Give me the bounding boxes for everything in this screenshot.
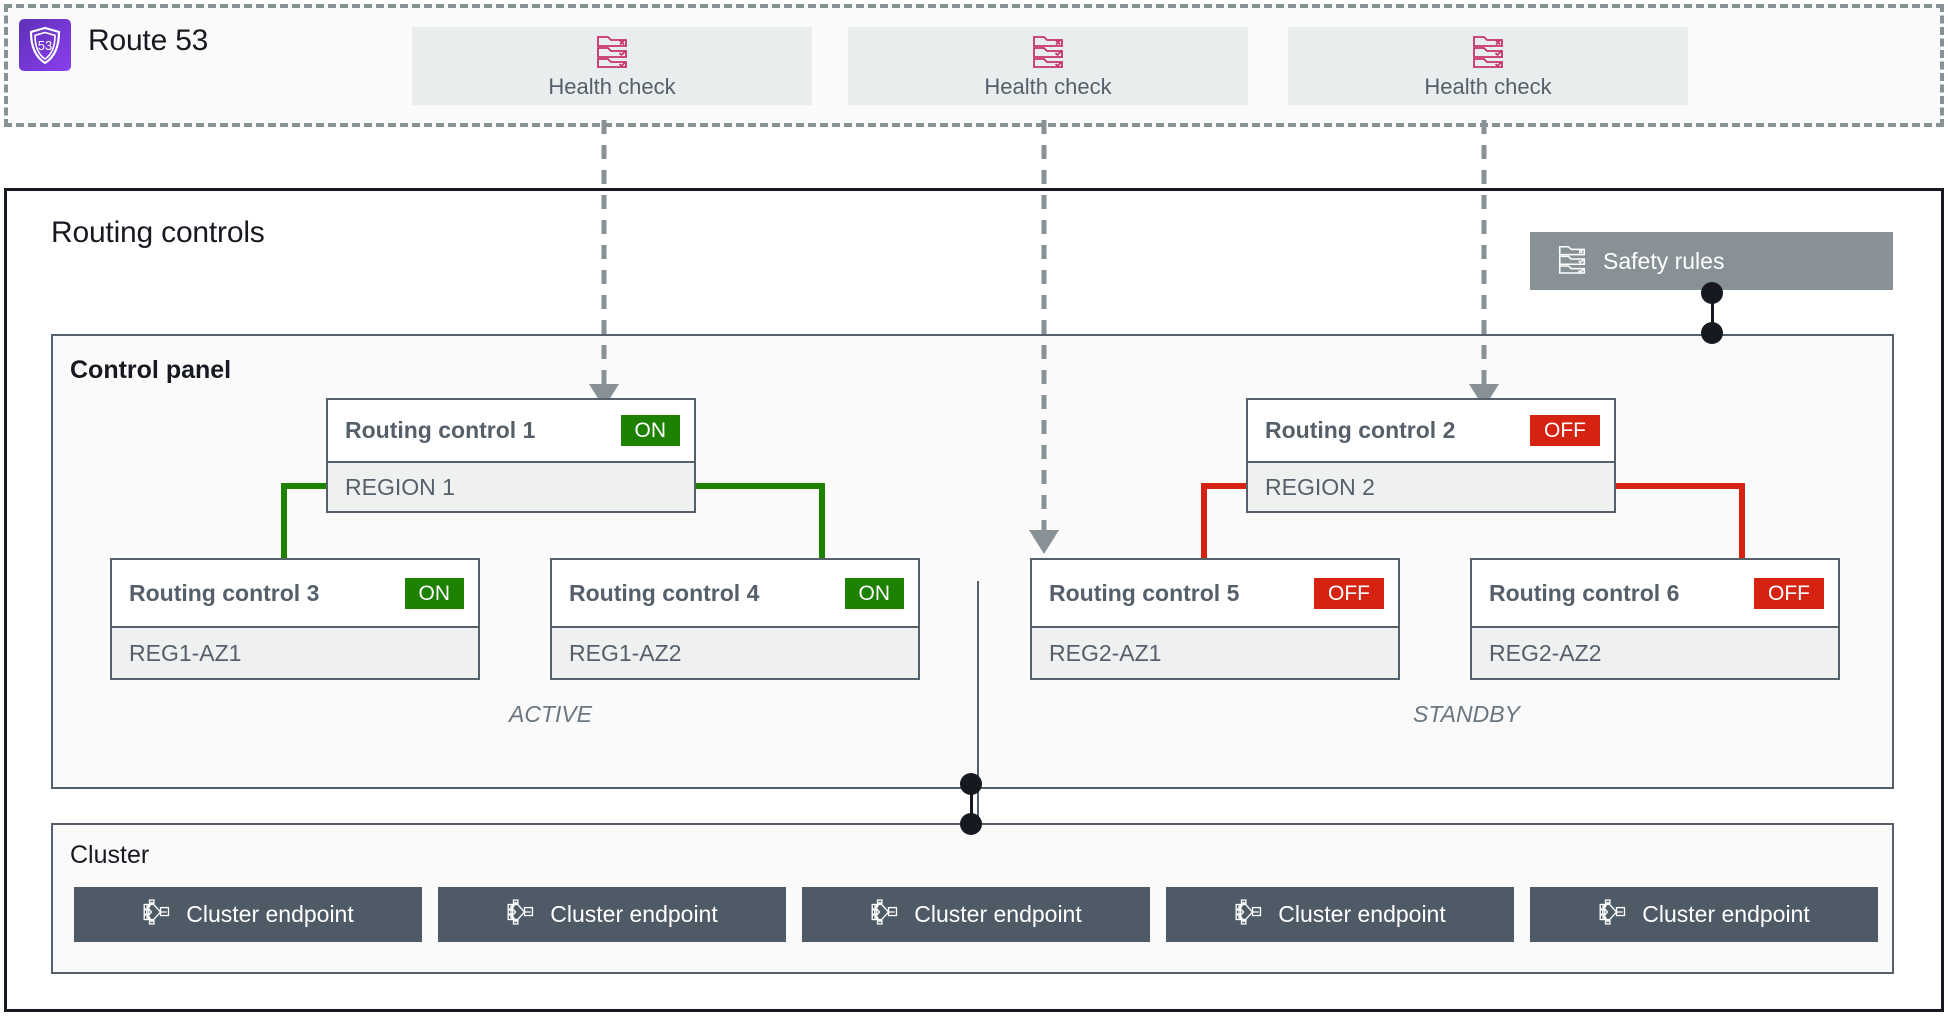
cluster-endpoint-list: Cluster endpoint [74,887,1878,942]
status-badge: ON [620,415,680,446]
health-check-box-2[interactable]: Health check [848,27,1248,105]
status-badge: OFF [1754,577,1824,609]
safety-rules-link-dot-bottom [1701,322,1723,344]
cluster-endpoint-label: Cluster endpoint [914,901,1082,927]
routing-control-header: Routing control 2 OFF [1248,400,1614,461]
cluster-link-dot-bottom [960,813,982,835]
cluster-endpoint-1[interactable]: Cluster endpoint [74,887,422,942]
routing-control-card-4[interactable]: Routing control 4 ON REG1-AZ2 [550,558,920,680]
cluster-endpoint-2[interactable]: Cluster endpoint [438,887,786,942]
safety-rules-button[interactable]: Safety rules [1530,232,1893,290]
safety-rules-label: Safety rules [1603,247,1725,274]
routing-control-header: Routing control 1 ON [328,400,694,461]
routing-controls-card: Routing controls Safety rules [4,188,1944,1012]
health-check-list-icon [1032,34,1064,73]
status-badge: ON [844,577,904,609]
cluster-link-dot-top [960,773,982,795]
cluster-endpoint-label: Cluster endpoint [1642,901,1810,927]
health-check-arrow-to-control-5 [1029,120,1059,554]
cluster-link-line [970,781,973,829]
cluster-panel: Cluster [51,823,1894,974]
routing-control-scope: REG1-AZ2 [552,626,918,678]
route53-title: Route 53 [88,24,209,57]
safety-rules-link-line [1711,290,1714,332]
cluster-endpoint-label: Cluster endpoint [1278,901,1446,927]
route53-container: 53 Route 53 Health check [4,4,1944,127]
cluster-endpoint-4[interactable]: Cluster endpoint [1166,887,1514,942]
active-standby-divider [977,581,979,903]
cluster-endpoint-network-icon [1598,897,1628,932]
zone-label-active: ACTIVE [509,701,593,727]
routing-control-scope: REG2-AZ2 [1472,626,1838,678]
cluster-endpoint-network-icon [142,897,172,932]
safety-rules-link-dot-top [1701,282,1723,304]
routing-control-card-5[interactable]: Routing control 5 OFF REG2-AZ1 [1030,558,1400,680]
routing-control-name: Routing control 3 [129,579,320,606]
status-badge: OFF [1314,577,1384,609]
routing-control-name: Routing control 2 [1265,417,1456,443]
cluster-endpoint-label: Cluster endpoint [186,901,354,927]
control-panel: Control panel Routing control 1 ON [51,334,1894,903]
routing-control-card-1[interactable]: Routing control 1 ON REGION 1 [326,398,696,513]
cluster-endpoint-network-icon [1234,897,1264,932]
safety-rules-list-icon [1558,244,1586,279]
routing-control-name: Routing control 4 [569,579,760,606]
health-check-list-icon [596,34,628,73]
routing-control-scope: REG1-AZ1 [112,626,478,678]
routing-control-name: Routing control 5 [1049,579,1240,606]
health-check-arrows [589,120,1499,408]
routing-control-header: Routing control 5 OFF [1032,560,1398,626]
control-panel-title: Control panel [70,356,232,384]
routing-control-card-3[interactable]: Routing control 3 ON REG1-AZ1 [110,558,480,680]
health-check-label: Health check [1424,74,1552,99]
cluster-endpoint-5[interactable]: Cluster endpoint [1530,887,1878,942]
routing-control-scope: REGION 1 [328,461,694,511]
route53-shield-icon: 53 [19,19,71,71]
routing-control-card-2[interactable]: Routing control 2 OFF REGION 2 [1246,398,1616,513]
status-badge: ON [404,577,464,609]
zone-label-standby: STANDBY [1413,701,1520,727]
routing-control-header: Routing control 4 ON [552,560,918,626]
health-check-label: Health check [548,74,676,99]
svg-text:53: 53 [38,38,52,53]
cluster-endpoint-network-icon [506,897,536,932]
routing-control-card-6[interactable]: Routing control 6 OFF REG2-AZ2 [1470,558,1840,680]
cluster-endpoint-3[interactable]: Cluster endpoint [802,887,1150,942]
health-check-label: Health check [984,74,1112,99]
cluster-title: Cluster [70,841,150,869]
health-check-box-1[interactable]: Health check [412,27,812,105]
routing-control-name: Routing control 6 [1489,579,1680,606]
routing-control-header: Routing control 3 ON [112,560,478,626]
page-title: Routing controls [51,216,265,249]
routing-control-header: Routing control 6 OFF [1472,560,1838,626]
routing-control-scope: REGION 2 [1248,461,1614,511]
health-check-box-3[interactable]: Health check [1288,27,1688,105]
cluster-endpoint-network-icon [870,897,900,932]
status-badge: OFF [1530,415,1600,446]
routing-control-scope: REG2-AZ1 [1032,626,1398,678]
cluster-endpoint-label: Cluster endpoint [550,901,718,927]
health-check-list-icon [1472,34,1504,73]
routing-control-name: Routing control 1 [345,417,536,443]
